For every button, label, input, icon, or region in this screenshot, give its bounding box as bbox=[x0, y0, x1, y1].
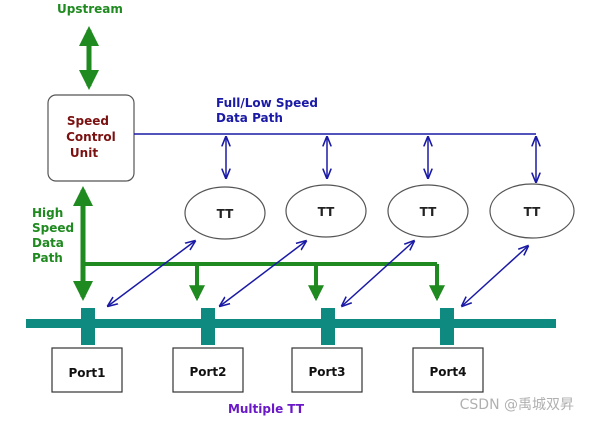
tt3-port-arrow bbox=[342, 241, 414, 306]
tt-2-label: TT bbox=[318, 205, 335, 219]
multiple-tt-caption: Multiple TT bbox=[228, 402, 305, 416]
port1-stub bbox=[81, 308, 95, 345]
tt-4-label: TT bbox=[524, 205, 541, 219]
tt-2 bbox=[285, 184, 367, 238]
full-low-speed-label: Full/Low Speed Data Path bbox=[216, 96, 322, 125]
speed-control-unit-box bbox=[47, 94, 135, 182]
csdn-watermark: CSDN @禹城双昇 bbox=[460, 397, 574, 413]
tt2-port-arrow bbox=[220, 241, 306, 306]
port3-stub bbox=[321, 308, 335, 345]
port1-box bbox=[51, 347, 123, 393]
tt1-port-arrow bbox=[108, 241, 195, 306]
port2-box bbox=[172, 347, 244, 393]
tt-3-label: TT bbox=[420, 205, 437, 219]
high-speed-label: High Speed Data Path bbox=[32, 206, 78, 265]
tt-3 bbox=[387, 184, 469, 238]
port4-stub bbox=[440, 308, 454, 345]
port4-box bbox=[412, 347, 484, 393]
port3-label: Port3 bbox=[308, 365, 345, 379]
port2-label: Port2 bbox=[189, 365, 226, 379]
port2-stub bbox=[201, 308, 215, 345]
tt4-port-arrow bbox=[462, 246, 528, 306]
port1-label: Port1 bbox=[68, 366, 105, 380]
port4-label: Port4 bbox=[429, 365, 466, 379]
speed-control-unit-label: Speed Control Unit bbox=[66, 114, 120, 160]
port3-box bbox=[291, 347, 363, 393]
downstream-bus bbox=[26, 319, 556, 328]
tt-1-label: TT bbox=[217, 207, 234, 221]
tt-1 bbox=[184, 186, 266, 240]
upstream-label: Upstream bbox=[57, 2, 123, 16]
tt-4 bbox=[489, 183, 575, 239]
